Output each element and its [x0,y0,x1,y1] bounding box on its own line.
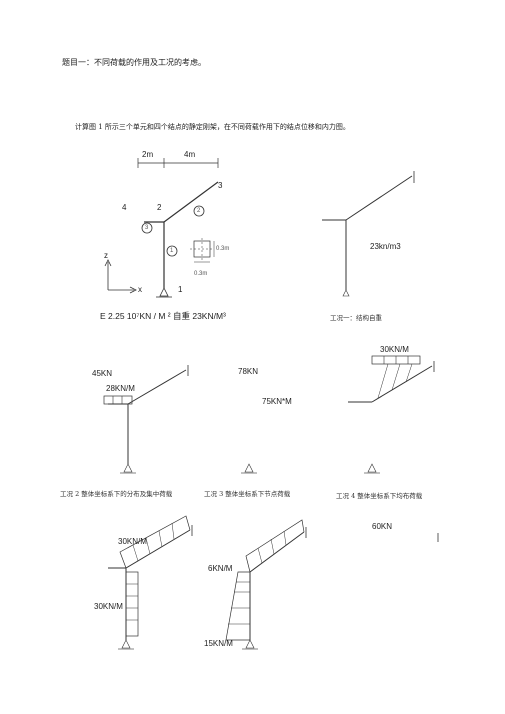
node-label-3: 3 [218,181,223,190]
case2-figure [103,365,189,474]
case2-point-load-label: 45KN [92,369,113,378]
element-label-3: 3 [145,225,149,231]
node-label-1: 1 [178,285,183,294]
case7-load-label: 60KN [372,522,393,531]
material-properties: E 2.25 10⁷KN / M ² 自重 23KN/M³ [100,311,226,321]
case2-caption: 工况 2 整体坐标系下的分布及集中荷载 [60,490,173,498]
section-width-label: 0.3m [194,271,208,277]
node-label-4: 4 [122,203,127,212]
main-frame-figure [104,158,219,298]
page-title: 题目一：不同荷载的作用及工况的考虑。 [62,58,206,67]
case6-figure [225,519,307,650]
case6-bottom-load-label: 15KN/M [204,639,233,648]
case3-figure [241,463,257,474]
dim-left-label: 2m [142,150,154,159]
element-label-2: 2 [197,208,201,214]
case4-load-label: 30KN/M [380,345,409,354]
axis-z-label: z [104,251,108,260]
node-label-2: 2 [157,203,162,212]
case5-top-load-label: 30KN/M [118,537,147,546]
case1-load-label: 23kn/m3 [370,242,401,251]
case2-dist-load-label: 28KN/M [106,384,135,393]
intro-paragraph: 计算图 1 所示三个单元和四个结点的静定刚架，在不同荷载作用下的结点位移和内力图… [75,123,350,131]
case3-moment-label: 75KN*M [262,397,292,406]
case6-top-load-label: 6KN/M [208,564,233,573]
case3-force-label: 78KN [238,367,259,376]
case4-caption: 工况 4 整体坐标系下均布荷载 [336,492,423,500]
case5-figure [108,515,193,650]
case5-side-load-label: 30KN/M [94,602,123,611]
case3-caption: 工况 3 整体坐标系下节点荷载 [204,490,291,498]
case1-caption: 工况一：结构自重 [330,314,382,322]
element-label-1: 1 [170,248,174,254]
section-height-label: 0.3m [216,246,230,252]
axis-x-label: x [138,285,142,294]
case1-figure [322,171,415,297]
dim-right-label: 4m [184,150,196,159]
case4-figure [348,355,435,474]
